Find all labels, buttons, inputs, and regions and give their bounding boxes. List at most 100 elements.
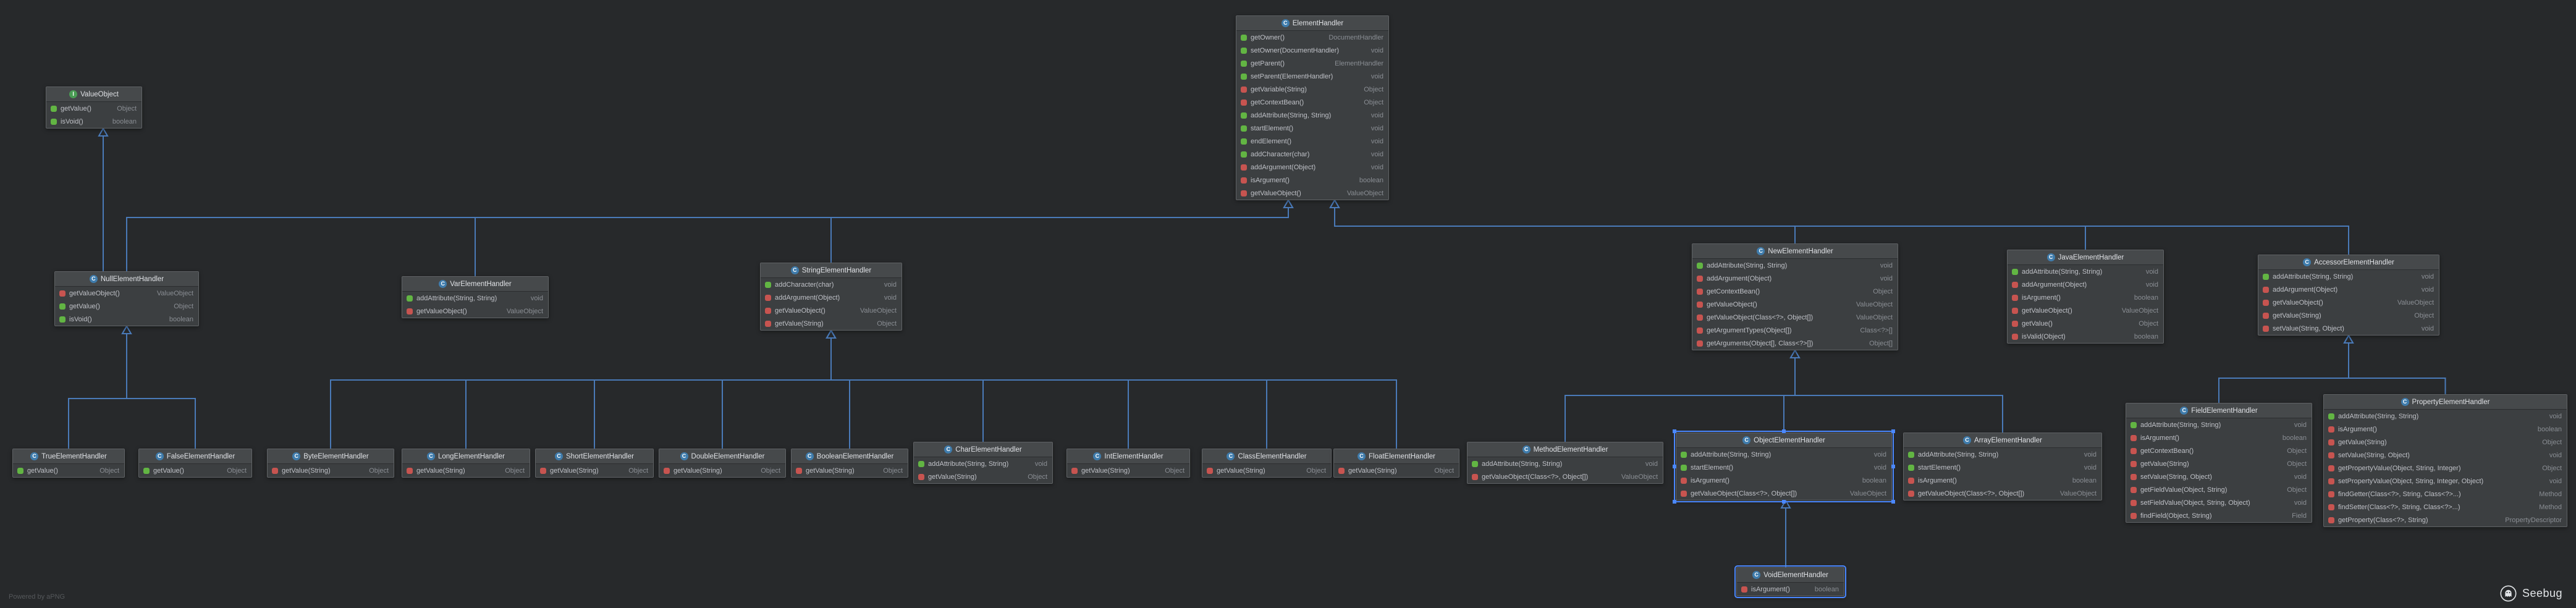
method-row[interactable]: isValid(Object)boolean [2008,330,2163,343]
method-row[interactable]: startElement()void [1676,461,1891,474]
method-row[interactable]: addAttribute(String, String)void [1676,448,1891,461]
method-row[interactable]: startElement()void [1236,122,1388,135]
method-row[interactable]: isArgument()boolean [1236,174,1388,187]
method-row[interactable]: getValue(String)Object [2324,436,2567,449]
selection-handle[interactable] [1673,500,1676,504]
method-row[interactable]: addAttribute(String, String)void [1236,109,1388,122]
method-row[interactable]: getValueObject()ValueObject [1692,298,1898,311]
method-row[interactable]: findGetter(Class<?>, String, Class<?>...… [2324,488,2567,500]
method-row[interactable]: getArguments(Object[], Class<?>[])Object… [1692,337,1898,350]
method-row[interactable]: findSetter(Class<?>, String, Class<?>...… [2324,500,2567,513]
method-row[interactable]: getValue(String)Object [1202,464,1331,477]
method-row[interactable]: isArgument()boolean [1737,583,1844,596]
method-row[interactable]: startElement()void [1904,461,2101,474]
selection-handle[interactable] [1891,429,1895,433]
method-row[interactable]: getValue(String)Object [792,464,908,477]
method-row[interactable]: setValue(String, Object)void [2126,470,2312,483]
method-row[interactable]: addAttribute(String, String)void [402,292,548,305]
method-row[interactable]: getValue(String)Object [402,464,530,477]
method-row[interactable]: setParent(ElementHandler)void [1236,70,1388,83]
method-row[interactable]: setOwner(DocumentHandler)void [1236,44,1388,57]
method-row[interactable]: addAttribute(String, String)void [1904,448,2101,461]
selection-handle[interactable] [1891,500,1895,504]
selection-handle[interactable] [1673,429,1676,433]
method-row[interactable]: addAttribute(String, String)void [914,457,1052,470]
method-row[interactable]: isVoid()boolean [55,313,198,326]
method-row[interactable]: getContextBean()Object [1692,285,1898,298]
method-row[interactable]: getValue(String)Object [536,464,653,477]
method-row[interactable]: getValue(String)Object [1067,464,1189,477]
method-row[interactable]: getPropertyValue(Object, String, Integer… [2324,462,2567,475]
method-row[interactable]: getValueObject(Class<?>, Object[])ValueO… [1467,470,1663,483]
method-row[interactable]: getValueObject()ValueObject [55,287,198,300]
method-row[interactable]: addAttribute(String, String)void [1467,457,1663,470]
method-row[interactable]: getValueObject()ValueObject [402,305,548,318]
method-row[interactable]: getValueObject()ValueObject [761,304,902,317]
method-row[interactable]: addArgument(Object)void [761,291,902,304]
method-row[interactable]: getValue(String)Object [1334,464,1459,477]
method-row[interactable]: getValue(String)Object [268,464,394,477]
method-row[interactable]: setValue(String, Object)void [2258,322,2439,335]
method-row[interactable]: addAttribute(String, String)void [2008,265,2163,278]
method-row[interactable]: getValueObject()ValueObject [2258,296,2439,309]
method-row[interactable]: getValue()Object [46,102,141,115]
method-row[interactable]: getVariable(String)Object [1236,83,1388,96]
method-row[interactable]: getOwner()DocumentHandler [1236,31,1388,44]
method-row[interactable]: isArgument()boolean [2126,431,2312,444]
method-row[interactable]: addArgument(Object)void [2008,278,2163,291]
method-row[interactable]: addArgument(Object)void [1692,272,1898,285]
method-row[interactable]: addCharacter(char)void [761,278,902,291]
method-row[interactable]: getValue(String)Object [2126,457,2312,470]
method-row[interactable]: getContextBean()Object [1236,96,1388,109]
method-row[interactable]: getValueObject(Class<?>, Object[])ValueO… [1904,487,2101,500]
method-row[interactable]: addAttribute(String, String)void [2126,418,2312,431]
selection-handle[interactable] [1782,500,1786,504]
selection-handle[interactable] [1891,465,1895,468]
method-row[interactable]: getValueObject()ValueObject [2008,304,2163,317]
method-row[interactable]: endElement()void [1236,135,1388,148]
method-row[interactable]: getValue()Object [139,464,251,477]
method-row[interactable]: setFieldValue(Object, String, Object)voi… [2126,496,2312,509]
method-row[interactable]: isVoid()boolean [46,115,141,128]
method-row[interactable]: addAttribute(String, String)void [1692,259,1898,272]
method-row[interactable]: getValue(String)Object [914,470,1052,483]
method-row[interactable]: isArgument()boolean [2008,291,2163,304]
method-row[interactable]: getValue()Object [13,464,124,477]
method-row[interactable]: addCharacter(char)void [1236,148,1388,161]
method-row[interactable]: addAttribute(String, String)void [2324,410,2567,423]
method-row[interactable]: getValueObject(Class<?>, Object[])ValueO… [1676,487,1891,500]
selection-handle[interactable] [1782,429,1786,433]
